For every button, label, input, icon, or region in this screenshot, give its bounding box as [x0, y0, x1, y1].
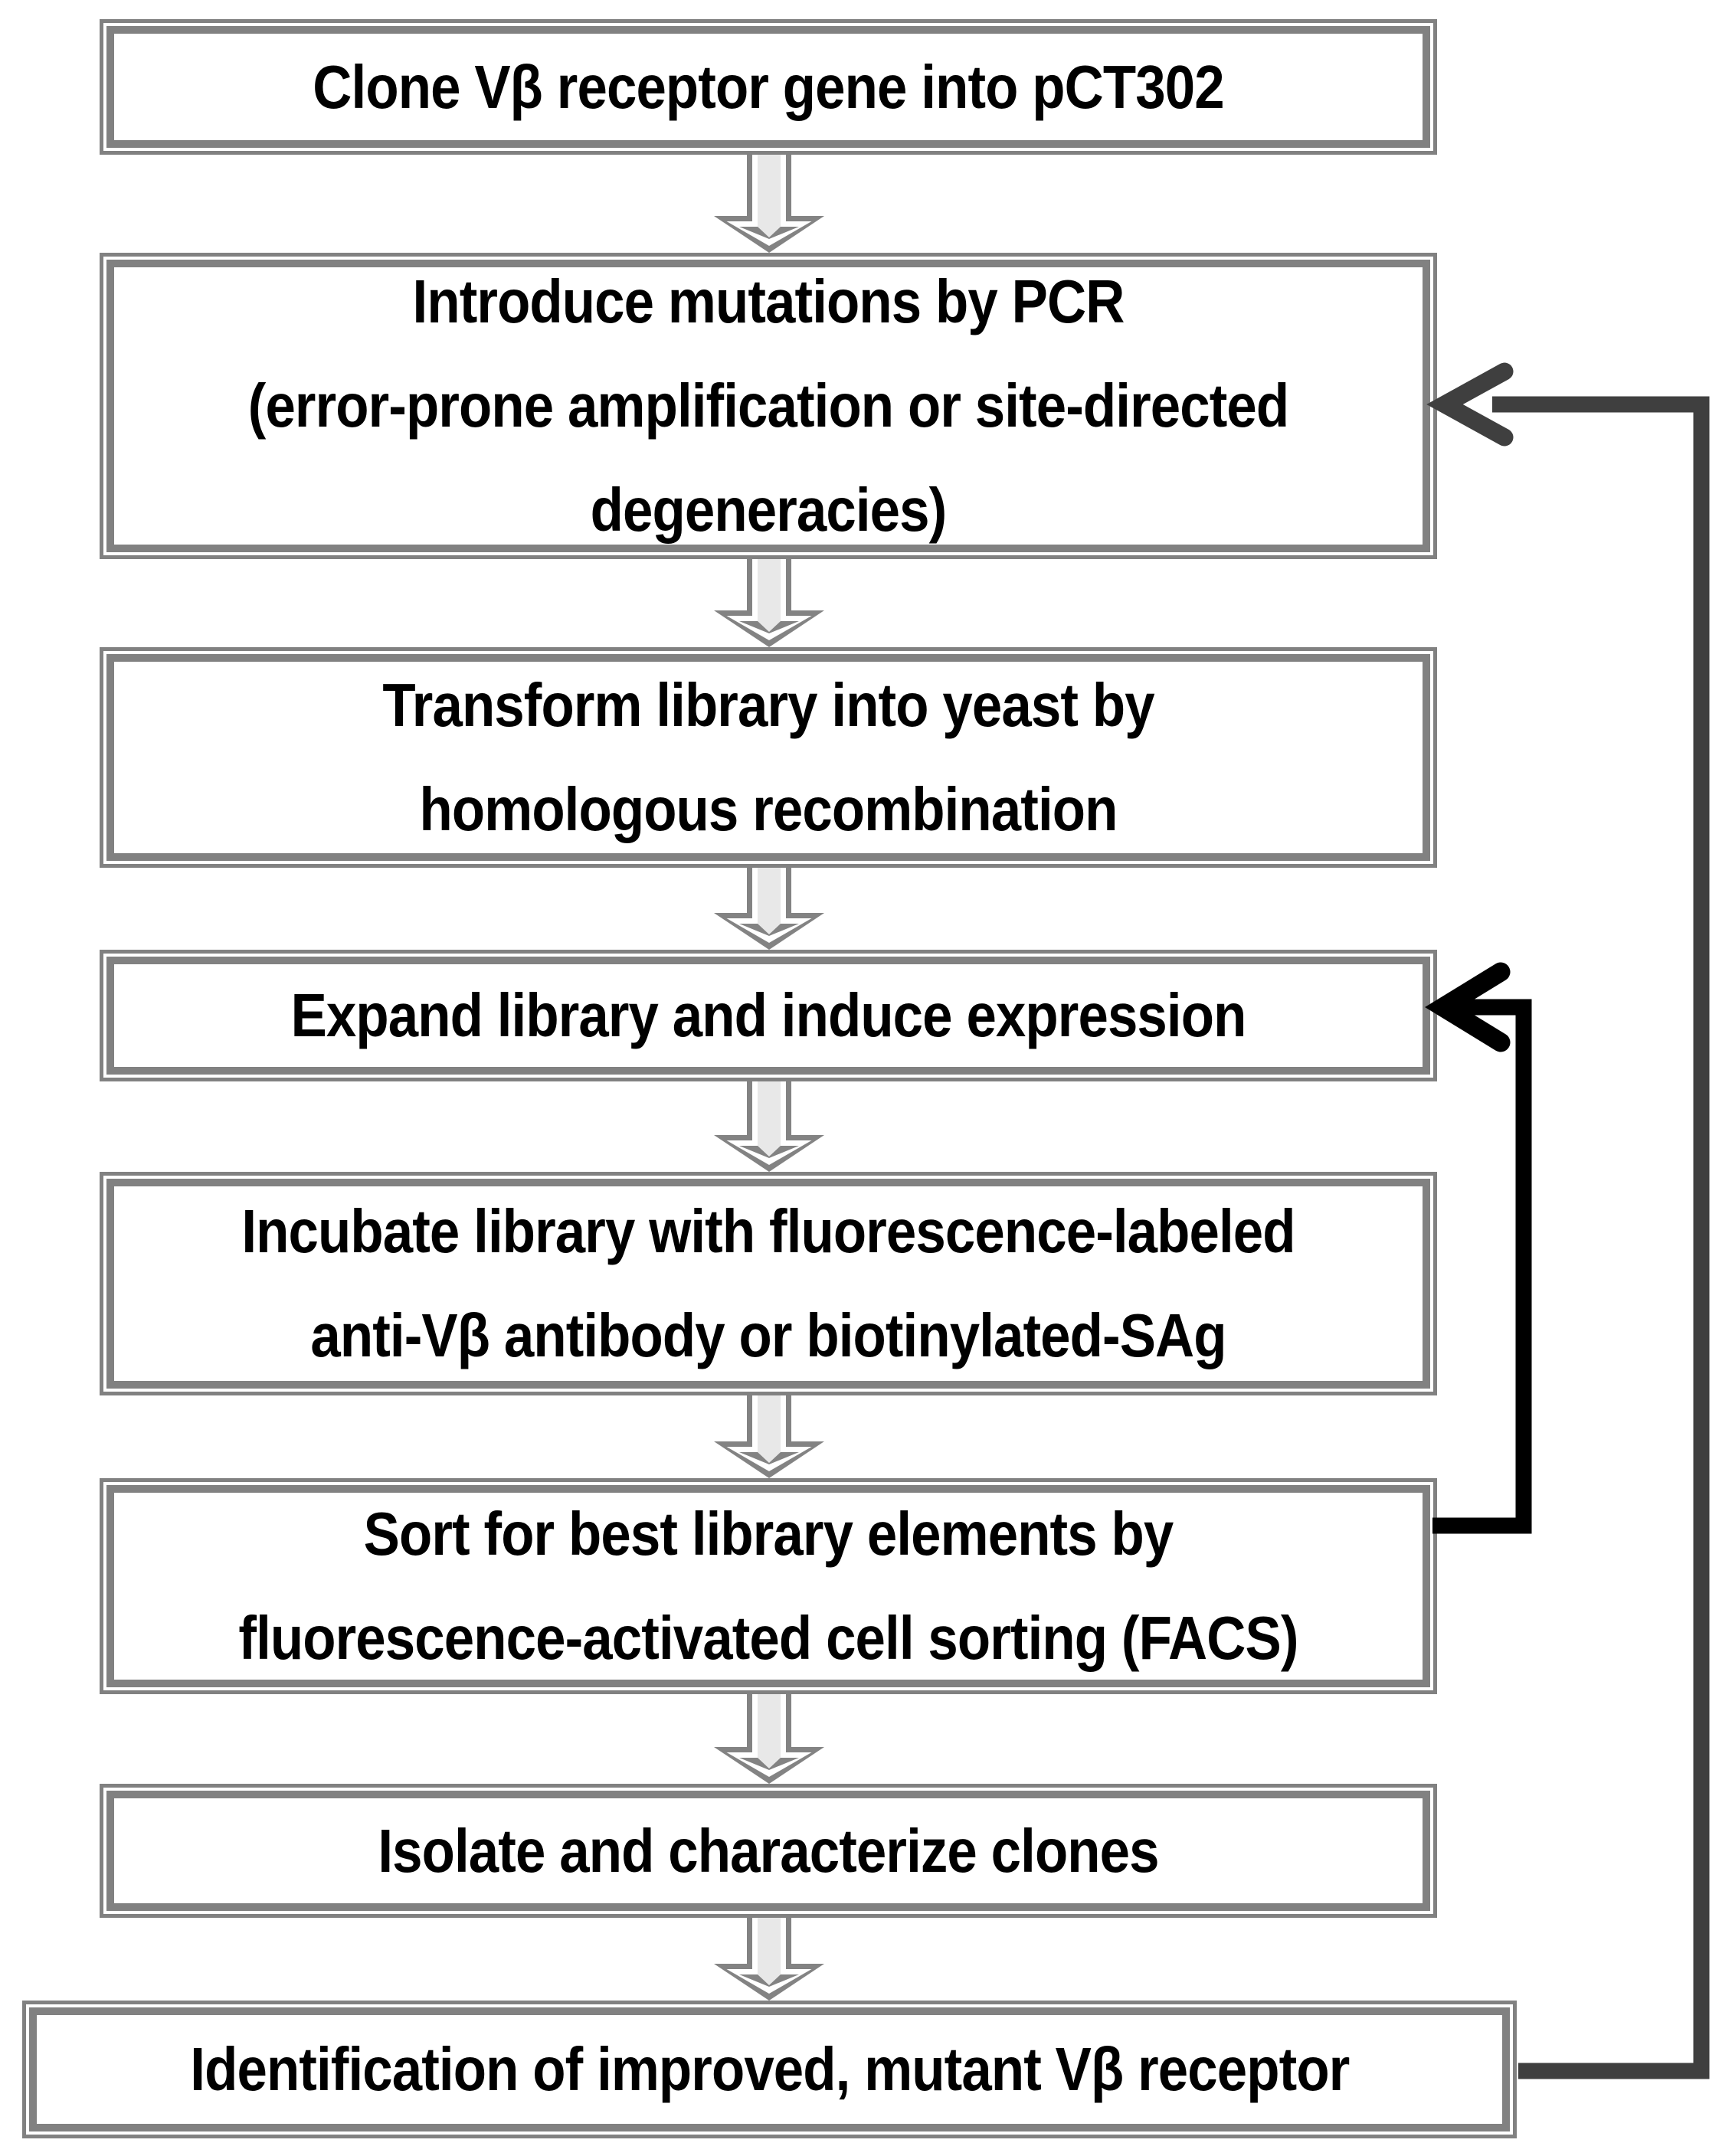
flow-box-sort-facs: Sort for best library elements by fluore… — [100, 1478, 1437, 1694]
flow-box-identification: Identification of improved, mutant Vβ re… — [22, 2001, 1517, 2138]
flow-box-sort-facs-frame: Sort for best library elements by fluore… — [106, 1485, 1430, 1687]
down-arrow-icon-7 — [714, 1918, 824, 2001]
feedback-arrow-sort-to-expand — [1425, 962, 1532, 1534]
flow-box-incubate-library-label: Incubate library with fluorescence-label… — [241, 1197, 1295, 1369]
feedback-arrow-identification-to-mutation — [1426, 362, 1710, 2079]
flow-box-identification-frame: Identification of improved, mutant Vβ re… — [29, 2007, 1510, 2131]
flow-box-introduce-mutations-label: Introduce mutations by PCR (error-prone … — [247, 267, 1289, 544]
flow-box-transform-library-label: Transform library into yeast by homologo… — [382, 671, 1154, 843]
flow-box-isolate-clones: Isolate and characterize clones — [100, 1784, 1437, 1918]
flow-box-isolate-clones-label: Isolate and characterize clones — [378, 1816, 1159, 1885]
down-arrow-icon-5 — [714, 1395, 824, 1478]
flow-box-identification-label: Identification of improved, mutant Vβ re… — [189, 2035, 1350, 2103]
down-arrow-icon-4 — [714, 1081, 824, 1172]
flow-box-transform-library: Transform library into yeast by homologo… — [100, 647, 1437, 868]
flow-box-incubate-library-frame: Incubate library with fluorescence-label… — [106, 1179, 1430, 1389]
down-arrow-icon-6 — [714, 1694, 824, 1784]
flow-box-isolate-clones-frame: Isolate and characterize clones — [106, 1791, 1430, 1911]
flow-box-introduce-mutations: Introduce mutations by PCR (error-prone … — [100, 253, 1437, 559]
flow-box-expand-library: Expand library and induce expression — [100, 950, 1437, 1081]
flow-box-incubate-library: Incubate library with fluorescence-label… — [100, 1172, 1437, 1395]
flow-box-transform-library-frame: Transform library into yeast by homologo… — [106, 654, 1430, 861]
down-arrow-icon-1 — [714, 155, 824, 253]
flow-box-expand-library-label: Expand library and induce expression — [290, 981, 1247, 1049]
flow-box-clone-gene: Clone Vβ receptor gene into pCT302 — [100, 19, 1437, 155]
flow-box-clone-gene-frame: Clone Vβ receptor gene into pCT302 — [106, 26, 1430, 148]
down-arrow-icon-2 — [714, 559, 824, 647]
flow-box-clone-gene-label: Clone Vβ receptor gene into pCT302 — [313, 52, 1224, 121]
down-arrow-icon-3 — [714, 868, 824, 950]
flow-box-expand-library-frame: Expand library and induce expression — [106, 957, 1430, 1075]
flow-box-sort-facs-label: Sort for best library elements by fluore… — [238, 1500, 1298, 1672]
flow-box-introduce-mutations-frame: Introduce mutations by PCR (error-prone … — [106, 260, 1430, 552]
